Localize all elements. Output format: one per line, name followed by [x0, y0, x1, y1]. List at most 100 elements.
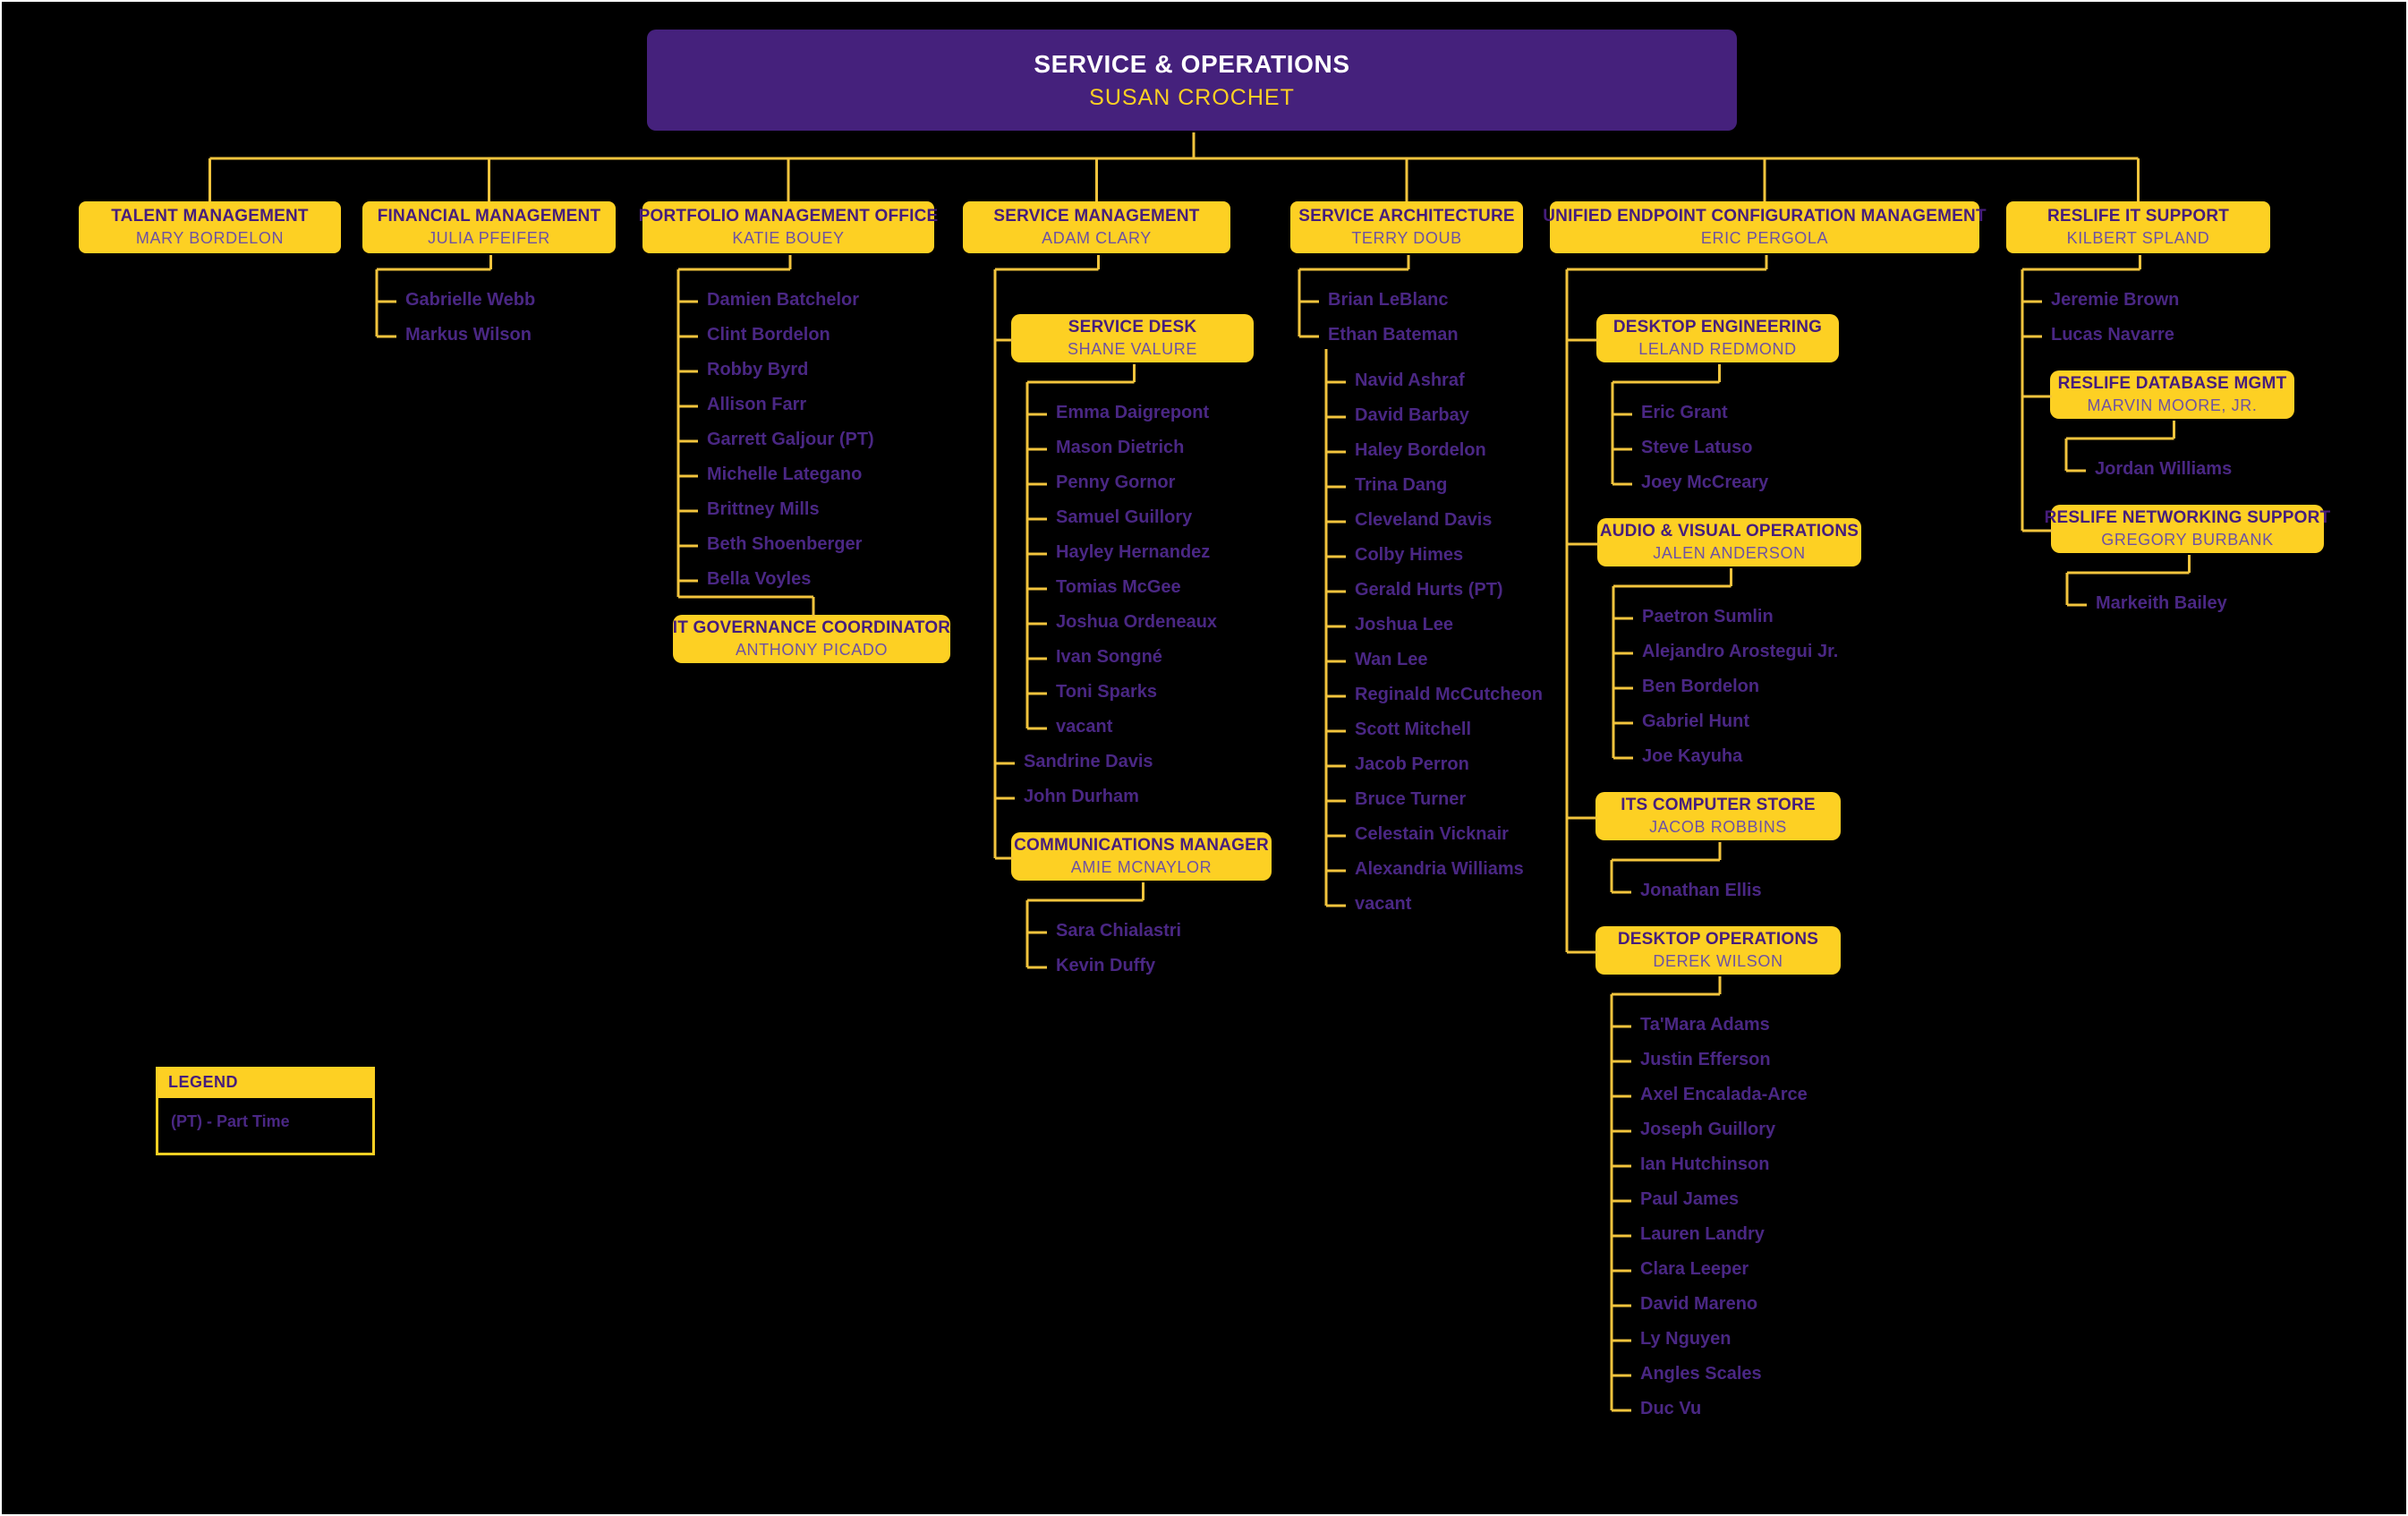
employee-name: Lauren Landry	[1640, 1224, 1765, 1244]
employee-name: Jonathan Ellis	[1640, 881, 1762, 900]
dept-box-manager: TERRY DOUB	[1351, 229, 1462, 247]
dept-box-manager: ADAM CLARY	[1042, 229, 1152, 247]
employee-name: Samuel Guillory	[1056, 507, 1193, 527]
employee-name: Markus Wilson	[405, 325, 532, 345]
employee-name: vacant	[1056, 717, 1113, 737]
employee-name: Allison Farr	[707, 395, 807, 414]
employee-name: Robby Byrd	[707, 360, 809, 379]
employee-name: Alejandro Arostegui Jr.	[1642, 642, 1839, 661]
employee-name: Jeremie Brown	[2051, 290, 2180, 310]
sub-dept-box-title: DESKTOP OPERATIONS	[1617, 930, 1819, 949]
sub-dept-box: RESLIFE NETWORKING SUPPORT GREGORY BURBAN…	[2045, 505, 2330, 553]
employee-name: Jacob Perron	[1355, 754, 1469, 774]
employee-name: Ben Bordelon	[1642, 677, 1760, 696]
employee-name: David Mareno	[1640, 1294, 1758, 1314]
dept-box-title: UNIFIED ENDPOINT CONFIGURATION MANAGEMEN…	[1543, 207, 1987, 226]
sub-dept-box-manager: SHANE VALURE	[1068, 340, 1197, 358]
sub-dept-box-manager: JALEN ANDERSON	[1653, 544, 1806, 562]
employee-name: Cleveland Davis	[1355, 510, 1493, 530]
employee-name: Penny Gornor	[1056, 473, 1176, 492]
dept-box-title: SERVICE MANAGEMENT	[993, 207, 1200, 226]
dept-box: SERVICE ARCHITECTURE TERRY DOUB	[1290, 201, 1523, 253]
root-box: SERVICE & OPERATIONS SUSAN CROCHET	[647, 30, 1737, 131]
employee-name: Gabriel Hunt	[1642, 711, 1750, 731]
employee-name: Sandrine Davis	[1024, 752, 1153, 771]
employee-name: Eric Grant	[1641, 403, 1728, 422]
dept-box-title: SERVICE ARCHITECTURE	[1298, 207, 1515, 226]
employee-name: Bella Voyles	[707, 569, 812, 589]
employee-name: Clint Bordelon	[707, 325, 830, 345]
sub-dept-box: RESLIFE DATABASE MGMT MARVIN MOORE, JR.	[2050, 370, 2294, 419]
employee-name: Joshua Lee	[1355, 615, 1454, 635]
employee-name: Trina Dang	[1355, 475, 1448, 495]
employee-name: Sara Chialastri	[1056, 921, 1182, 941]
dept-box-manager: ERIC PERGOLA	[1700, 229, 1829, 247]
employee-name: Axel Encalada-Arce	[1640, 1085, 1808, 1104]
sub-dept-box: DESKTOP OPERATIONS DEREK WILSON	[1595, 926, 1841, 975]
employee-name: Steve Latuso	[1641, 438, 1753, 457]
sub-dept-box-manager: ANTHONY PICADO	[735, 641, 889, 659]
dept-box: FINANCIAL MANAGEMENT JULIA PFEIFER	[362, 201, 616, 253]
employee-name: Haley Bordelon	[1355, 440, 1486, 460]
dept-box-manager: KILBERT SPLAND	[2066, 229, 2210, 247]
employee-name: Ivan Songné	[1056, 647, 1162, 667]
employee-name: Celestain Vicknair	[1355, 824, 1509, 844]
employee-name: Ta'Mara Adams	[1640, 1015, 1770, 1035]
employee-name: Wan Lee	[1355, 650, 1428, 669]
sub-dept-box-title: DESKTOP ENGINEERING	[1612, 318, 1823, 336]
employee-name: Paul James	[1640, 1189, 1740, 1209]
reports-list: DESKTOP ENGINEERING LELAND REDMOND Eric Gr…	[1565, 253, 1979, 1419]
sub-dept-box-manager: MARVIN MOORE, JR.	[2087, 396, 2258, 414]
dept-box-manager: JULIA PFEIFER	[428, 229, 550, 247]
sub-dept-box-manager: JACOB ROBBINS	[1649, 818, 1787, 836]
sub-dept-box-manager: DEREK WILSON	[1653, 952, 1783, 970]
root-manager: SUSAN CROCHET	[1089, 84, 1295, 110]
employee-name: Paetron Sumlin	[1642, 607, 1774, 626]
employee-name: Lucas Navarre	[2051, 325, 2174, 345]
employee-name: Garrett Galjour (PT)	[707, 430, 874, 449]
dept-box-title: FINANCIAL MANAGEMENT	[377, 207, 601, 226]
employee-name: Markeith Bailey	[2096, 593, 2227, 613]
sub-dept-box-manager: GREGORY BURBANK	[2101, 531, 2274, 549]
employee-name: John Durham	[1024, 787, 1139, 806]
employee-name: Michelle Lategano	[707, 464, 863, 484]
employee-name: Angles Scales	[1640, 1364, 1762, 1384]
employee-name: Tomias McGee	[1056, 577, 1181, 597]
sub-dept-box-manager: AMIE MCNAYLOR	[1070, 858, 1213, 876]
employee-name: Brian LeBlanc	[1328, 290, 1449, 310]
sub-dept-box-manager: LELAND REDMOND	[1638, 340, 1797, 358]
employee-name: Scott Mitchell	[1355, 720, 1472, 739]
employee-name: Joe Kayuha	[1642, 746, 1743, 766]
employee-name: Beth Shoenberger	[707, 534, 863, 554]
employee-name: Justin Efferson	[1640, 1050, 1771, 1069]
branch-service-management: SERVICE MANAGEMENT ADAM CLARY SERVICE DESK…	[963, 201, 1272, 990]
sub-dept-box-title: RESLIFE NETWORKING SUPPORT	[2044, 508, 2331, 527]
employee-name: vacant	[1355, 894, 1412, 914]
employee-name: Ian Hutchinson	[1640, 1154, 1770, 1174]
sub-dept-box-title: AUDIO & VISUAL OPERATIONS	[1599, 522, 1859, 541]
reports-list: Jordan Williams	[2064, 419, 2270, 480]
sub-dept-box-title: RESLIFE DATABASE MGMT	[2057, 374, 2287, 393]
sub-dept-box: AUDIO & VISUAL OPERATIONS JALEN ANDERSON	[1597, 518, 1861, 566]
reports-list: Markeith Bailey	[2065, 553, 2270, 614]
employee-name: Duc Vu	[1640, 1399, 1702, 1418]
employee-name: Toni Sparks	[1056, 682, 1157, 702]
